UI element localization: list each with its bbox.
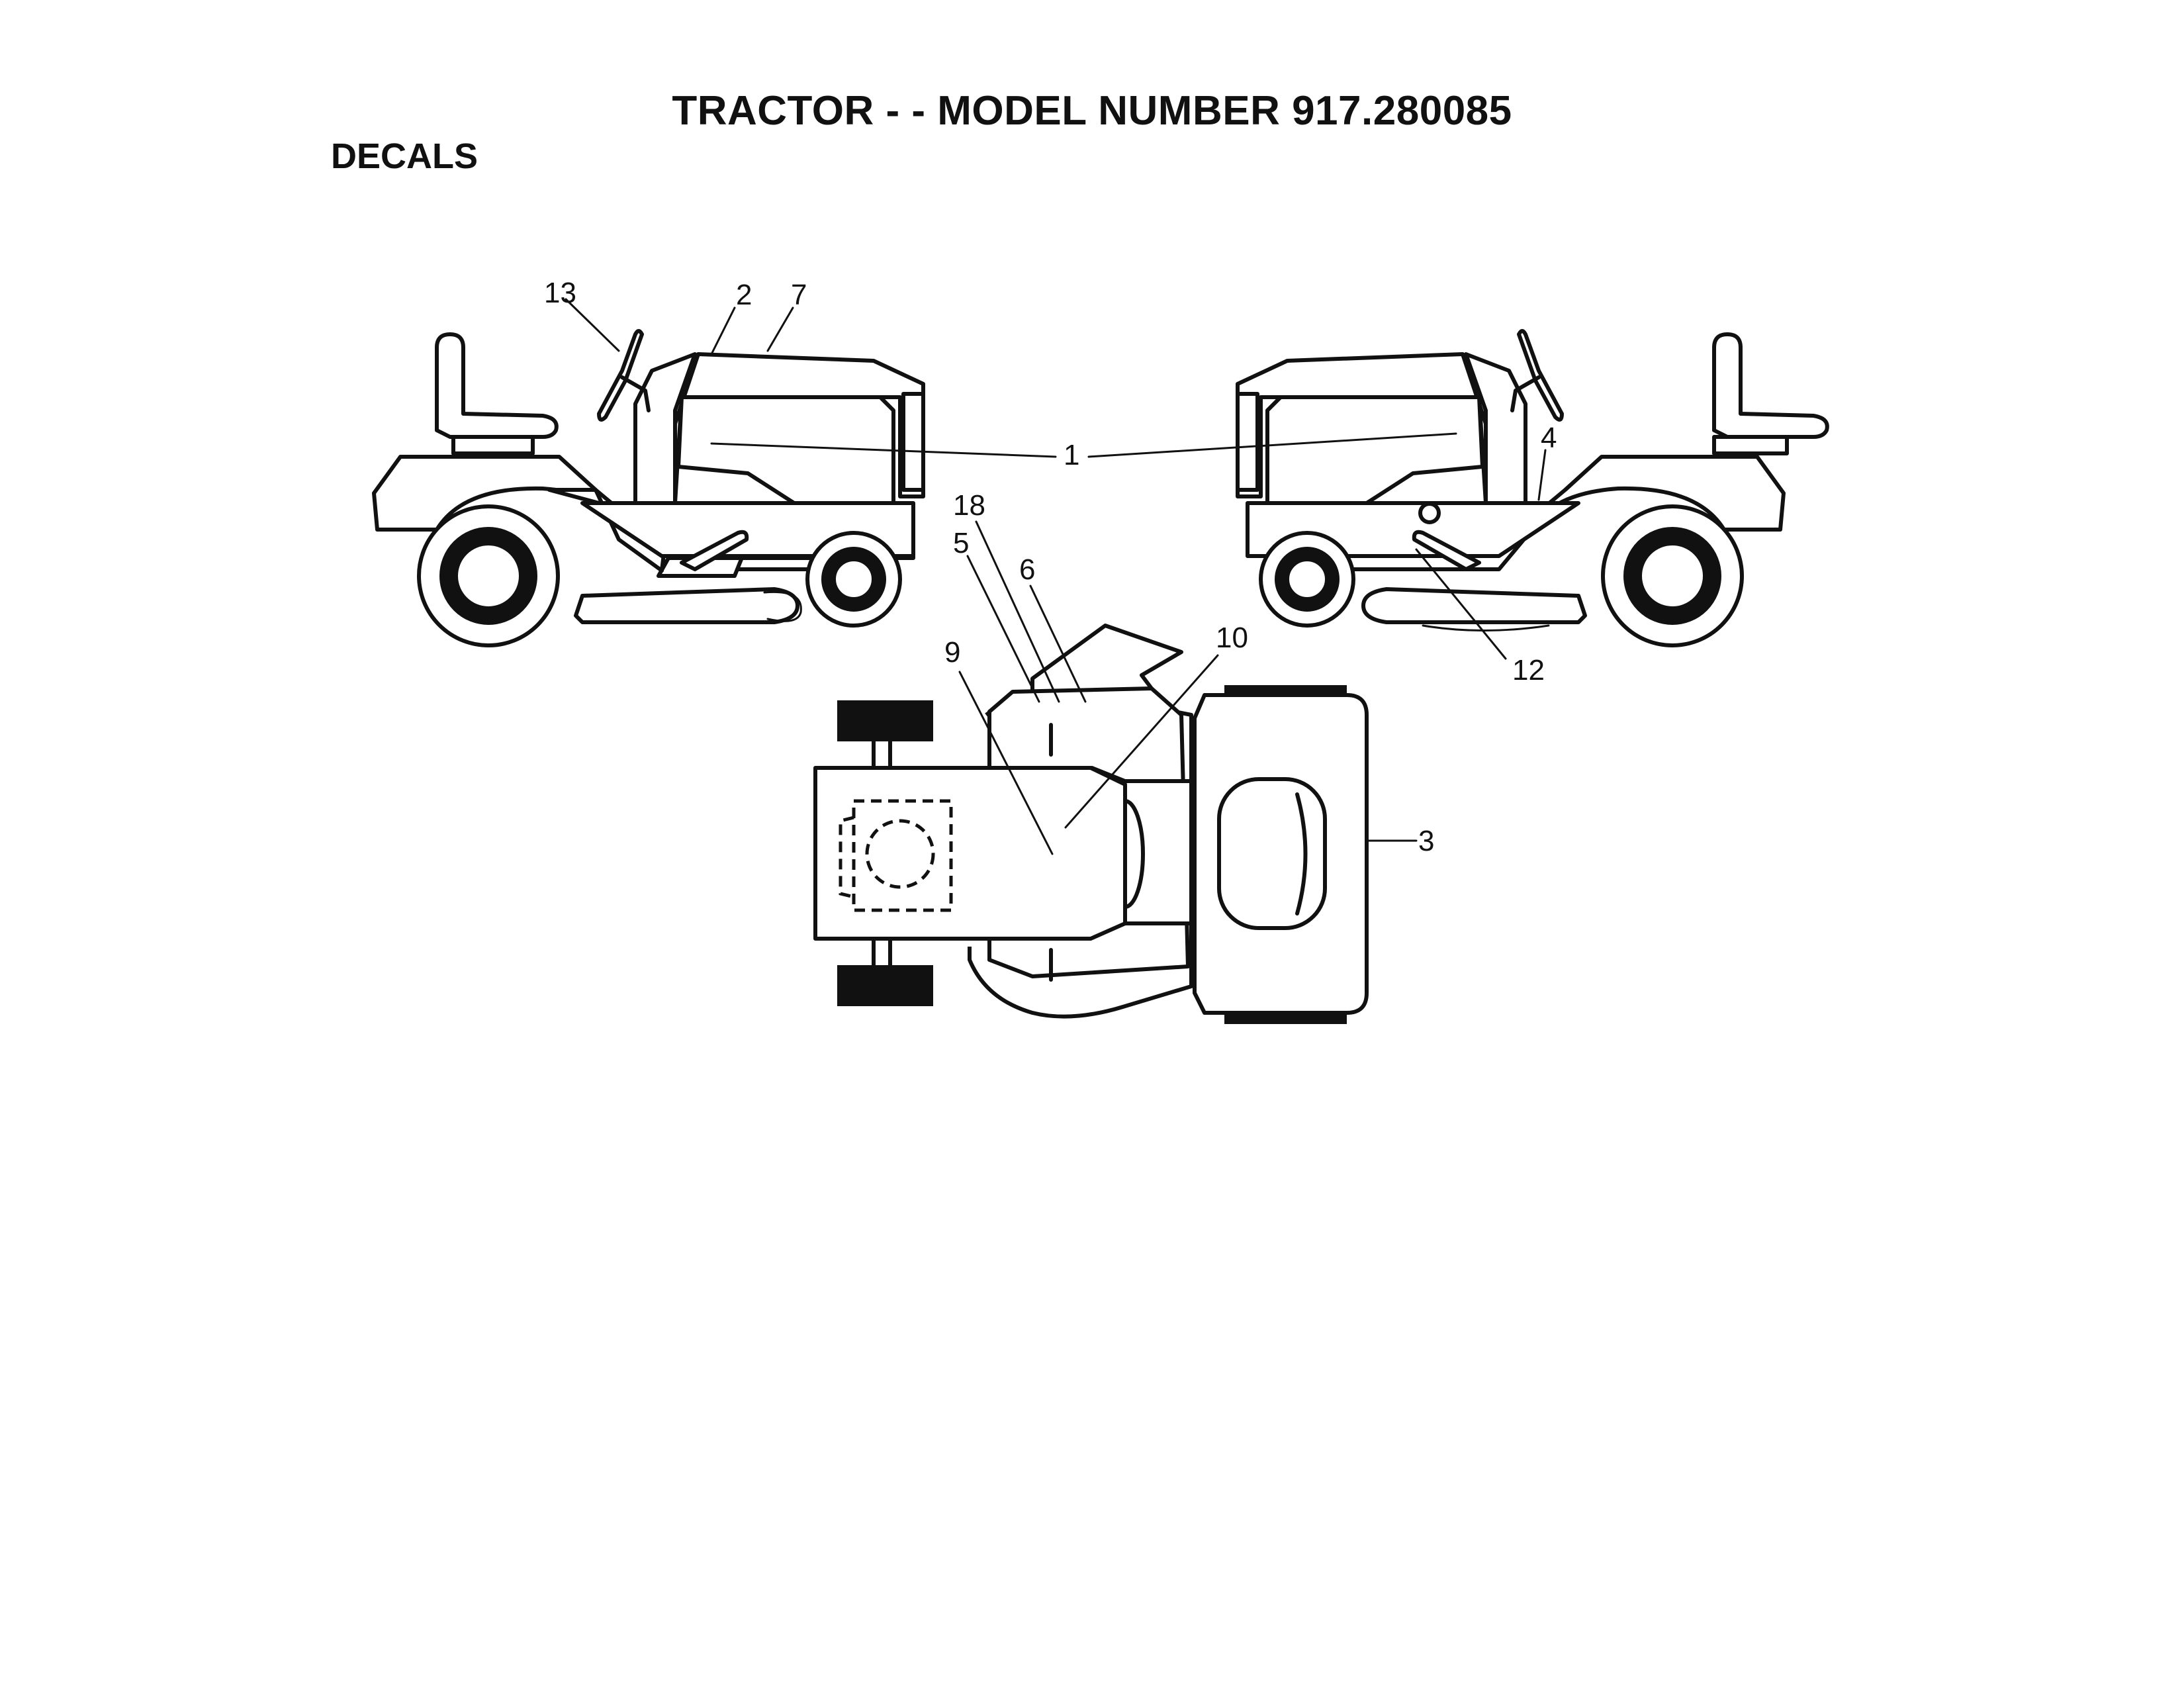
- leader-13: [565, 298, 620, 352]
- top-front-tire-upper: [837, 700, 933, 741]
- left-grille: [901, 392, 925, 492]
- callout-4: 4: [1541, 422, 1557, 454]
- callout-7: 7: [791, 279, 807, 311]
- left-lift-lever: [680, 530, 749, 571]
- leader-7: [766, 306, 794, 352]
- left-hood-side-panel: [676, 395, 895, 505]
- callout-9: 9: [944, 636, 960, 669]
- leader-18: [975, 520, 1060, 703]
- leader-1a: [710, 442, 1057, 458]
- left-steering-wheel: [597, 329, 644, 422]
- right-mower-deck: [1361, 587, 1587, 624]
- left-seat-back: [435, 332, 559, 439]
- right-steering-column: [1510, 375, 1541, 412]
- top-seat-curve: [1295, 792, 1308, 915]
- top-seat: [1217, 777, 1327, 930]
- callout-leaders: [565, 298, 1547, 855]
- callout-12: 12: [1512, 654, 1545, 686]
- left-mower-deck: [574, 587, 799, 624]
- top-front-axle-lower: [872, 938, 892, 967]
- section-label: DECALS: [331, 136, 478, 176]
- top-engine-pulley: [865, 819, 935, 889]
- right-seat-base: [1712, 435, 1789, 455]
- left-seat-base: [451, 435, 535, 455]
- leader-12: [1415, 548, 1507, 660]
- left-deck-chute: [763, 590, 802, 622]
- page-title: TRACTOR - - MODEL NUMBER 917.280085: [672, 88, 1512, 134]
- right-grille: [1236, 392, 1259, 492]
- leader-9: [958, 671, 1054, 855]
- callout-1: 1: [1064, 439, 1079, 471]
- leader-1b: [1087, 432, 1457, 458]
- top-front-tire-lower: [837, 965, 933, 1006]
- tractor-top-view: [813, 624, 1369, 1024]
- left-steering-column: [620, 375, 651, 412]
- callout-2: 2: [736, 279, 752, 311]
- top-engine-side: [839, 816, 854, 899]
- callout-6: 6: [1019, 553, 1035, 586]
- tractor-left-side-view: [372, 329, 925, 647]
- left-rear-rim: [439, 527, 537, 625]
- right-seat-back: [1712, 332, 1829, 439]
- left-front-rim: [821, 547, 886, 612]
- right-lever-knob: [1418, 502, 1441, 524]
- leader-4: [1537, 449, 1547, 501]
- tractor-right-side-view: [1236, 329, 1829, 647]
- callout-10: 10: [1216, 622, 1248, 654]
- leader-5: [966, 555, 1040, 703]
- callout-18: 18: [953, 489, 985, 522]
- leader-6: [1029, 585, 1087, 703]
- top-front-axle-upper: [872, 739, 892, 770]
- leader-10: [1064, 654, 1219, 829]
- top-hood: [813, 766, 1127, 941]
- right-front-rim: [1275, 547, 1340, 612]
- right-lift-lever: [1412, 530, 1481, 571]
- leader-2: [710, 306, 736, 355]
- right-hood-side-panel: [1265, 395, 1484, 505]
- callout-labels: 13 2 7 1 4 12 18 5 6 9 10 3: [544, 277, 1557, 857]
- right-deck-chute: [1422, 624, 1550, 632]
- callout-13: 13: [544, 277, 576, 309]
- callout-3: 3: [1418, 825, 1434, 857]
- right-rear-rim: [1623, 527, 1721, 625]
- right-steering-wheel: [1517, 329, 1564, 422]
- callout-5: 5: [953, 527, 969, 559]
